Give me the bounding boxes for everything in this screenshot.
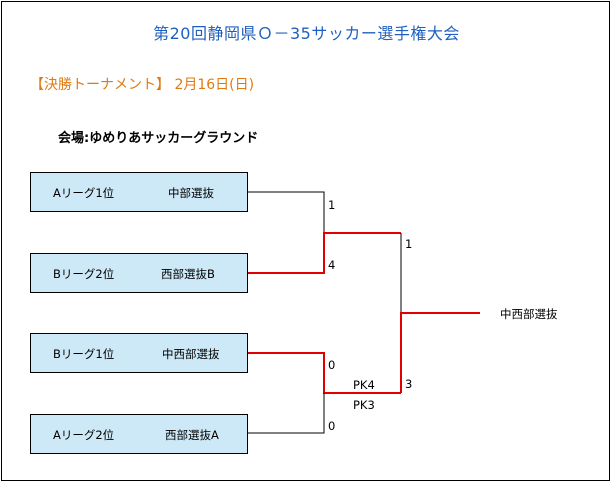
bracket-line-loser xyxy=(248,393,325,434)
score-final-bottom: 3 xyxy=(405,377,413,391)
bracket-line-loser xyxy=(248,191,325,233)
pk-score-top: PK4 xyxy=(353,378,375,392)
team-rank: Bリーグ1位 xyxy=(53,347,115,361)
score-sf2-bottom: 0 xyxy=(328,419,336,433)
team-name: 西部選抜B xyxy=(161,267,215,281)
team-name: 西部選抜A xyxy=(165,428,219,442)
score-sf1-bottom: 4 xyxy=(328,258,336,272)
page-title: 第20回静岡県Ｏ－35サッカー選手権大会 xyxy=(153,24,460,43)
bracket-line-winner xyxy=(400,312,480,393)
venue-label: 会場:ゆめりあサッカーグラウンド xyxy=(58,131,259,146)
team-box-4: Aリーグ2位 西部選抜A xyxy=(30,414,248,454)
team-rank: Bリーグ2位 xyxy=(53,267,115,281)
score-sf2-top: 0 xyxy=(328,358,336,372)
team-box-1: Aリーグ1位 中部選抜 xyxy=(30,172,248,212)
champion-label: 中西部選抜 xyxy=(500,307,558,321)
score-sf1-top: 1 xyxy=(328,198,336,212)
team-rank: Aリーグ2位 xyxy=(53,428,115,442)
team-name: 中部選抜 xyxy=(168,186,214,200)
team-box-3: Bリーグ1位 中西部選抜 xyxy=(30,333,248,373)
team-box-2: Bリーグ2位 西部選抜B xyxy=(30,253,248,293)
bracket-line-winner xyxy=(248,352,401,394)
team-name: 中西部選抜 xyxy=(162,347,220,361)
team-rank: Aリーグ1位 xyxy=(53,186,115,200)
bracket-line-winner xyxy=(248,232,401,274)
subtitle: 【決勝トーナメント】 2月16日(日) xyxy=(30,77,255,93)
score-final-top: 1 xyxy=(405,237,413,251)
pk-score-bottom: PK3 xyxy=(353,398,375,412)
